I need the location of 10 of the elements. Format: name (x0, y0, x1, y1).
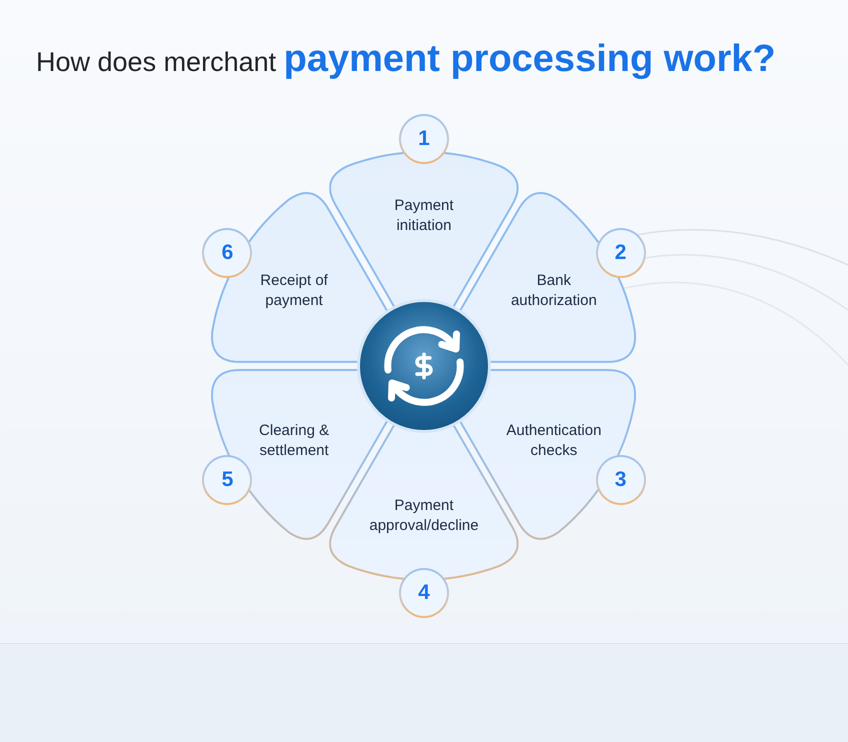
petal-segment (458, 192, 636, 363)
step-label: Receipt of payment (259, 270, 329, 311)
petal-segment (211, 192, 390, 363)
step-label: Payment approval/decline (368, 496, 480, 536)
step-label: Payment initiation (393, 196, 455, 236)
step-number: 6 (202, 228, 252, 278)
step-number: 5 (202, 454, 252, 504)
step-label: Clearing & settlement (258, 421, 330, 461)
title: How does merchant payment processing work? (36, 37, 776, 82)
step-label: Bank authorization (510, 270, 598, 311)
